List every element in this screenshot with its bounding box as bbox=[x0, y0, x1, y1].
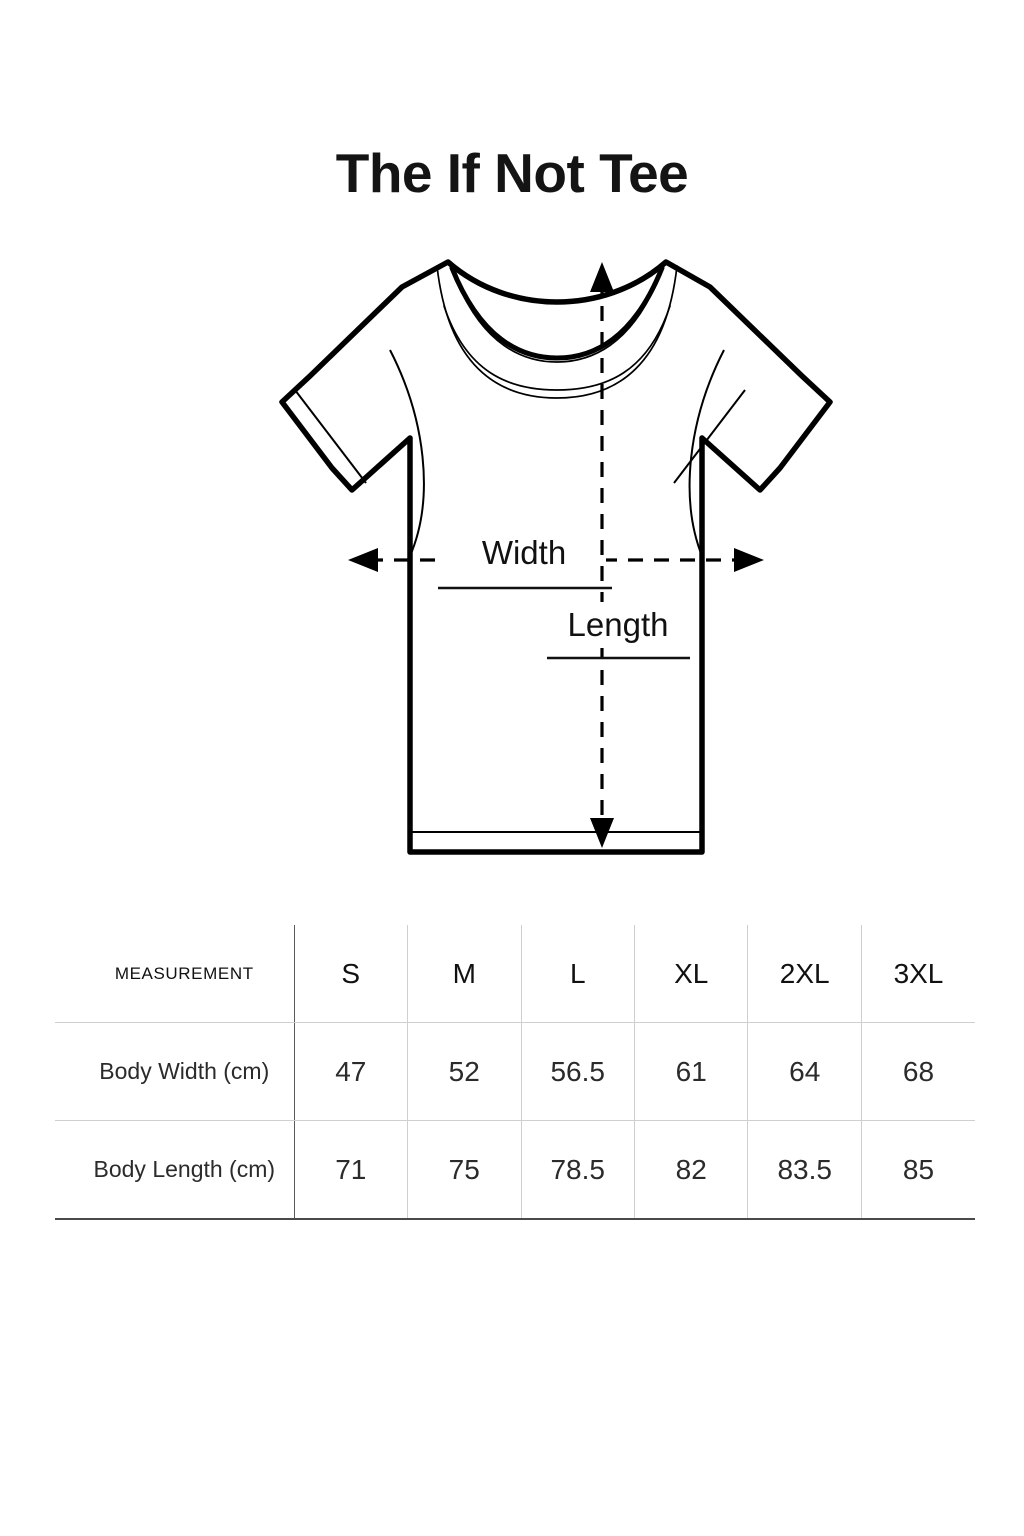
table-header-row: MEASUREMENT S M L XL 2XL 3XL bbox=[55, 925, 975, 1023]
length-label: Length bbox=[568, 606, 669, 643]
cell-body-width-s: 47 bbox=[293, 1022, 408, 1121]
cell-body-width-l: 56.5 bbox=[520, 1022, 635, 1121]
header-size-2xl: 2XL bbox=[747, 925, 862, 1023]
header-size-l: L bbox=[520, 925, 635, 1023]
cuff-hem-left bbox=[294, 389, 367, 484]
armhole-seam-right bbox=[688, 349, 725, 557]
cell-body-length-m: 75 bbox=[407, 1120, 521, 1220]
length-dimension-group: Length bbox=[547, 262, 690, 848]
cell-body-length-2xl: 83.5 bbox=[747, 1120, 862, 1220]
width-label: Width bbox=[482, 534, 566, 571]
row-label-body-length: Body Length (cm) bbox=[55, 1120, 295, 1220]
cell-body-length-3xl: 85 bbox=[860, 1120, 975, 1220]
header-measurement: MEASUREMENT bbox=[55, 925, 295, 1023]
tshirt-illustration: Width Length bbox=[190, 240, 850, 880]
armhole-seam-left bbox=[389, 349, 425, 557]
collar-group bbox=[436, 265, 678, 399]
cuff-hem-right bbox=[673, 389, 746, 484]
collar-rib-line-3 bbox=[443, 305, 671, 391]
length-arrowhead-top bbox=[590, 262, 614, 292]
cell-body-width-xl: 61 bbox=[633, 1022, 748, 1121]
cell-body-length-xl: 82 bbox=[633, 1120, 748, 1220]
cell-body-width-2xl: 64 bbox=[747, 1022, 862, 1121]
header-size-xl: XL bbox=[633, 925, 748, 1023]
length-arrowhead-bottom bbox=[590, 818, 614, 848]
header-size-3xl: 3XL bbox=[860, 925, 975, 1023]
length-label-backdrop bbox=[556, 602, 682, 648]
cell-body-width-m: 52 bbox=[407, 1022, 521, 1121]
row-label-body-width: Body Width (cm) bbox=[55, 1022, 295, 1121]
width-dimension-group: Width bbox=[348, 532, 764, 590]
width-arrowhead-left bbox=[348, 548, 378, 572]
collar-rib-line-1 bbox=[457, 283, 657, 363]
width-arrowhead-right bbox=[734, 548, 764, 572]
collar-inner-curve bbox=[449, 265, 665, 361]
cell-body-width-3xl: 68 bbox=[860, 1022, 975, 1121]
collar-rib-line-2 bbox=[436, 265, 678, 399]
table-row-body-width: Body Width (cm) 47 52 56.5 61 64 68 bbox=[55, 1022, 975, 1121]
cell-body-length-s: 71 bbox=[293, 1120, 408, 1220]
width-label-backdrop bbox=[442, 532, 606, 578]
armhole-seams-group bbox=[389, 349, 725, 557]
size-chart-table: MEASUREMENT S M L XL 2XL 3XL Body Width … bbox=[55, 925, 975, 1220]
sleeve-cuff-group bbox=[294, 389, 746, 484]
header-size-s: S bbox=[293, 925, 408, 1023]
header-size-m: M bbox=[407, 925, 521, 1023]
page-title: The If Not Tee bbox=[335, 142, 689, 204]
cell-body-length-l: 78.5 bbox=[520, 1120, 635, 1220]
table-row-body-length: Body Length (cm) 71 75 78.5 82 83.5 85 bbox=[55, 1120, 975, 1220]
